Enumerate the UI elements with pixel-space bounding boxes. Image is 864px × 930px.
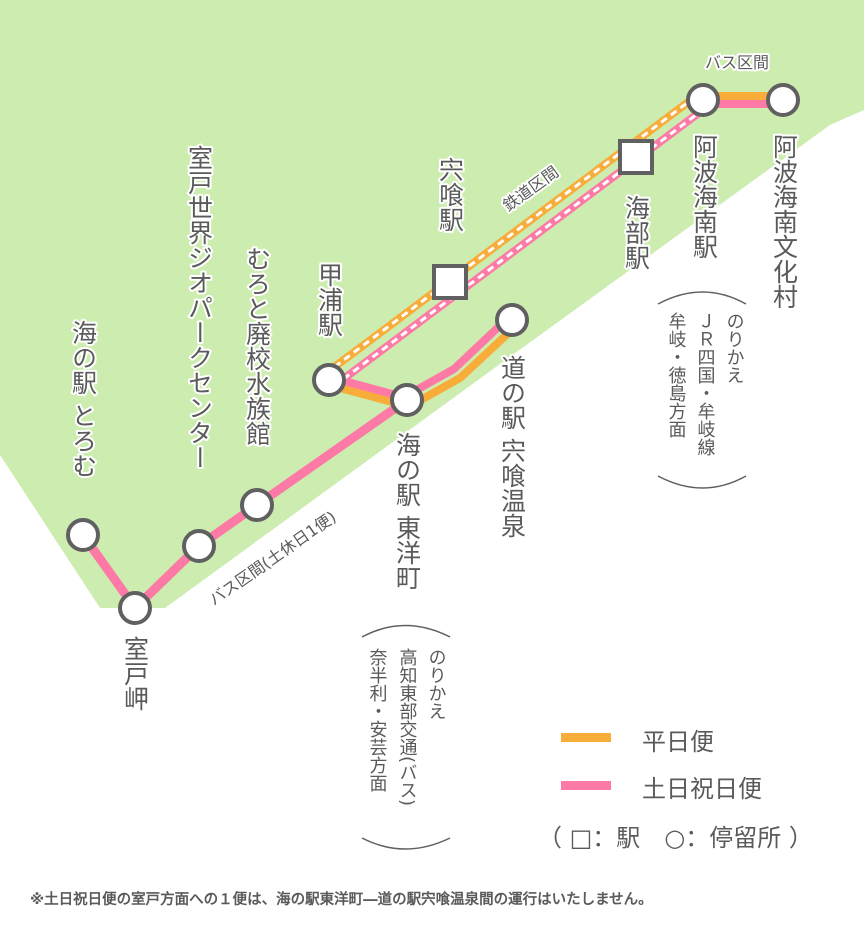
footnote-text: ※土日祝日便の室戸方面への１便は、海の駅東洋町―道の駅宍喰温泉間の運行はいたしま…: [30, 890, 653, 908]
label-toyo: 海の駅 東洋町: [393, 432, 422, 590]
label-kaifu: 海部駅: [622, 195, 651, 270]
label-bunkamura: 阿波海南文化村: [770, 134, 799, 309]
stop-bunkamura[interactable]: [766, 83, 800, 117]
transfer-kainan-line: ＪＲ四国・牟岐線: [695, 312, 716, 456]
stop-toyo[interactable]: [390, 383, 424, 417]
legend-weekday-label: 平日便: [642, 728, 714, 756]
transfer-kainan-title: のりかえ: [724, 312, 745, 384]
label-michi-shishikui: 道の駅 宍喰温泉: [498, 355, 527, 538]
label-kannoura: 甲浦駅: [315, 262, 344, 337]
label-bus-section: バス区間: [705, 53, 769, 72]
legend-holiday-swatch: [561, 781, 611, 790]
stop-muroto-misaki[interactable]: [118, 591, 152, 625]
stop-umi-toromu[interactable]: [66, 518, 100, 552]
stop-michi-shishikui[interactable]: [495, 303, 529, 337]
bracket-top: [657, 291, 747, 305]
label-umi-toromu: 海の駅 とろむ: [69, 320, 98, 478]
bracket-bottom: [361, 837, 451, 850]
legend-weekday-swatch: [561, 733, 611, 742]
stop-haikou[interactable]: [240, 488, 274, 522]
transfer-toyo-title: のりかえ: [426, 648, 447, 720]
station-shishikui[interactable]: [432, 264, 468, 300]
legend-symbols: （ □：駅 ○：停留所 ）: [538, 824, 813, 852]
label-awa-kainan: 阿波海南駅: [690, 134, 719, 259]
stop-kannoura[interactable]: [312, 363, 346, 397]
holiday-line-toyo-michi: [402, 315, 511, 401]
bracket-top: [361, 624, 451, 638]
stop-awa-kainan[interactable]: [686, 83, 720, 117]
legend-holiday-label: 土日祝日便: [642, 775, 762, 803]
transfer-kainan-dest: 牟岐・徳島方面: [666, 312, 687, 438]
weekday-line-toyo-michi: [408, 323, 519, 410]
stop-geopark[interactable]: [182, 529, 216, 563]
station-kaifu[interactable]: [618, 139, 654, 175]
bracket-bottom: [657, 475, 747, 489]
label-haikou: むろと廃校水族館: [243, 246, 272, 446]
transfer-toyo-line: 高知東部交通(バス): [397, 648, 418, 806]
label-shishikui-st: 宍喰駅: [436, 157, 465, 232]
label-geopark: 室戸世界ジオパークセンター: [185, 145, 214, 470]
label-muroto-misaki: 室戸岬: [121, 636, 150, 711]
transfer-toyo-dest: 奈半利・安芸方面: [367, 648, 388, 792]
land-area: [0, 0, 864, 608]
